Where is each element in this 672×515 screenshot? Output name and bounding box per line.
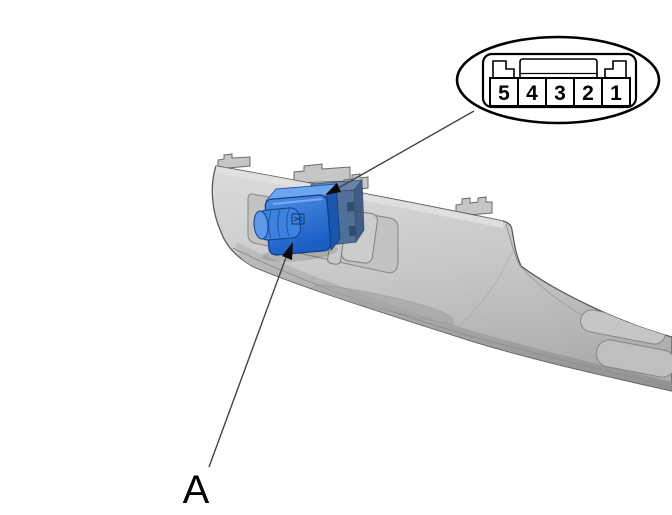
pin-numbers: 5 4 3 2 1 <box>498 82 622 105</box>
label-a-leader-line <box>208 251 289 468</box>
pin-cavity-grid <box>489 77 631 107</box>
panel-fold-line <box>505 223 521 267</box>
pin-number-3: 3 <box>554 82 566 105</box>
panel-scoop-recess <box>311 284 454 325</box>
pin-row-outline <box>489 77 631 107</box>
switch-knob-cap <box>253 210 269 240</box>
clip-icon <box>293 163 351 184</box>
switch-knob-ridges <box>268 208 290 239</box>
tail-rib <box>595 339 672 378</box>
clip-icon <box>217 153 251 170</box>
connector-lock-tab-outline <box>519 58 598 78</box>
switch-front-highlight <box>272 198 323 205</box>
pin-number-2: 2 <box>582 82 594 105</box>
connector-lock-tab <box>348 225 357 237</box>
pin-number-5: 5 <box>498 82 510 105</box>
part-label-a: A <box>183 468 210 512</box>
connector-lock-tab <box>346 201 355 212</box>
connector-pinout-callout: 5 4 3 2 1 <box>455 35 661 125</box>
connector-key-right <box>604 60 627 78</box>
callout-leader-line <box>332 110 475 192</box>
switch-knob <box>253 207 305 241</box>
switch-icon <box>291 213 305 225</box>
pin-number-4: 4 <box>526 82 538 105</box>
panel-shading-crease <box>451 251 513 333</box>
callout-arrowhead-icon <box>325 183 341 195</box>
panel-lip-crease <box>232 247 669 387</box>
leader-lines <box>208 110 475 468</box>
connector-key-left <box>492 60 515 78</box>
clip-icon <box>455 196 493 217</box>
pin-number-1: 1 <box>610 82 622 105</box>
label-a-arrowhead-icon <box>282 242 293 260</box>
